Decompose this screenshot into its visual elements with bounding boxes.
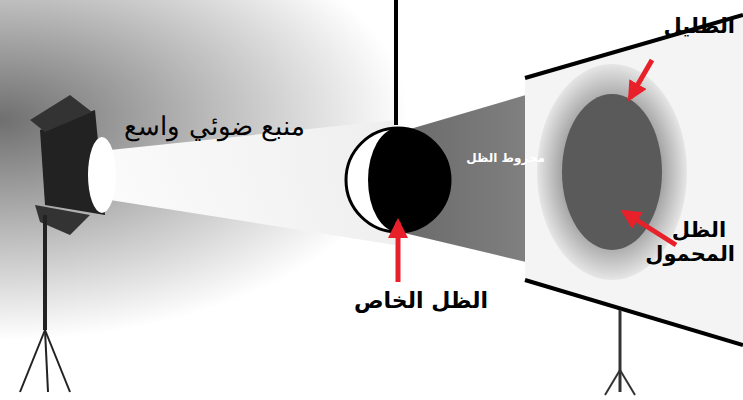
string (394, 0, 398, 125)
umbra-label: الظل المحمول (663, 218, 735, 266)
cone-label: مخروط الظل (466, 152, 545, 166)
lamp (20, 95, 116, 392)
leader-arrow (396, 222, 401, 282)
leader-arrow (630, 60, 652, 98)
penumbra-label: الظليل (664, 14, 735, 38)
own-shadow-label: الظل الخاص (354, 288, 488, 313)
source-label: منبع ضوئي واسع (124, 112, 305, 142)
ball (346, 128, 450, 232)
screen (525, 15, 743, 345)
own-shadow (368, 128, 450, 232)
leader-arrow (624, 212, 676, 245)
